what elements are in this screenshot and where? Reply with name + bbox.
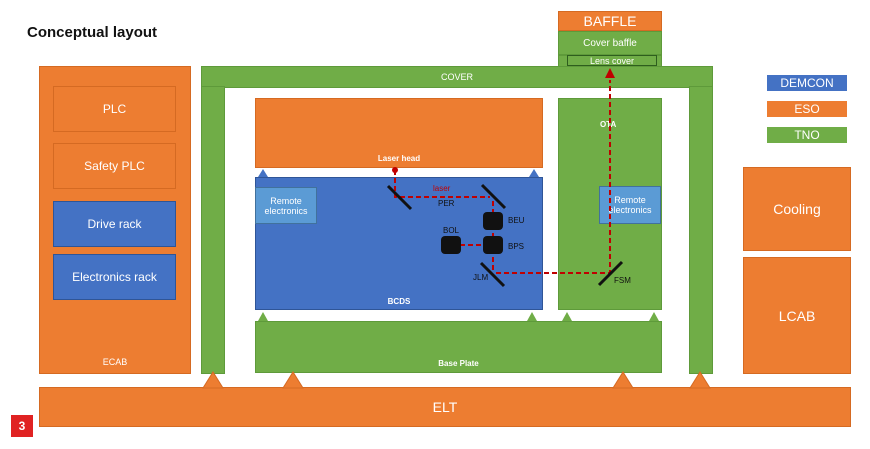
cover-baffle-box: Cover baffle <box>558 31 662 55</box>
cover-label: COVER <box>440 72 473 82</box>
cover-right-wall <box>689 86 713 374</box>
laser-source-dot <box>392 167 398 173</box>
bps-block <box>483 236 503 254</box>
bcds-label: BCDS <box>387 297 411 306</box>
page-title: Conceptual layout <box>27 24 158 41</box>
jlm-label: JLM <box>473 273 489 282</box>
plc-box: PLC <box>53 86 176 132</box>
jlm-mirror <box>479 261 506 288</box>
bps-label: BPS <box>508 242 525 251</box>
elt-support-3 <box>612 371 634 389</box>
cooling-box: Cooling <box>743 167 851 251</box>
laser-head-label: Laser head <box>377 154 421 163</box>
per-label: PER <box>438 199 455 208</box>
cover-top <box>201 66 713 88</box>
baffle-box: BAFFLE <box>558 11 662 31</box>
lcab-box: LCAB <box>743 257 851 374</box>
base-support-2 <box>527 312 537 321</box>
drive-rack-box: Drive rack <box>53 201 176 247</box>
ecab-label: ECAB <box>102 357 128 367</box>
base-plate-box <box>255 321 662 373</box>
beu-label: BEU <box>508 216 525 225</box>
fsm-mirror <box>597 260 624 287</box>
laser-head-box <box>255 98 543 168</box>
elt-box: ELT <box>39 387 851 427</box>
cover-left-wall <box>201 86 225 374</box>
base-plate-label: Base Plate <box>438 359 479 368</box>
elt-support-1 <box>202 371 224 389</box>
legend-eso: ESO <box>767 101 847 117</box>
slide-number-badge: 3 <box>11 415 33 437</box>
bcds-remote-electronics: Remote electronics <box>255 187 317 224</box>
bol-block <box>441 236 461 254</box>
bcds-support-left <box>258 169 268 177</box>
ota-label: OTA <box>600 120 617 129</box>
bol-label: BOL <box>443 226 460 235</box>
legend-demcon: DEMCON <box>767 75 847 91</box>
lens-cover-box: Lens cover <box>567 55 657 66</box>
base-support-3 <box>562 312 572 321</box>
base-support-1 <box>258 312 268 321</box>
laser-label: laser <box>433 184 451 193</box>
elt-support-4 <box>689 371 711 389</box>
beu-mirror <box>480 183 507 210</box>
beu-block <box>483 212 503 230</box>
base-support-4 <box>649 312 659 321</box>
legend-tno: TNO <box>767 127 847 143</box>
bcds-support-right <box>529 169 539 177</box>
safety-plc-box: Safety PLC <box>53 143 176 189</box>
electronics-rack-box: Electronics rack <box>53 254 176 300</box>
fsm-label: FSM <box>614 276 631 285</box>
elt-support-2 <box>282 371 304 389</box>
laser-arrow-head <box>605 68 615 78</box>
per-mirror <box>386 184 413 211</box>
